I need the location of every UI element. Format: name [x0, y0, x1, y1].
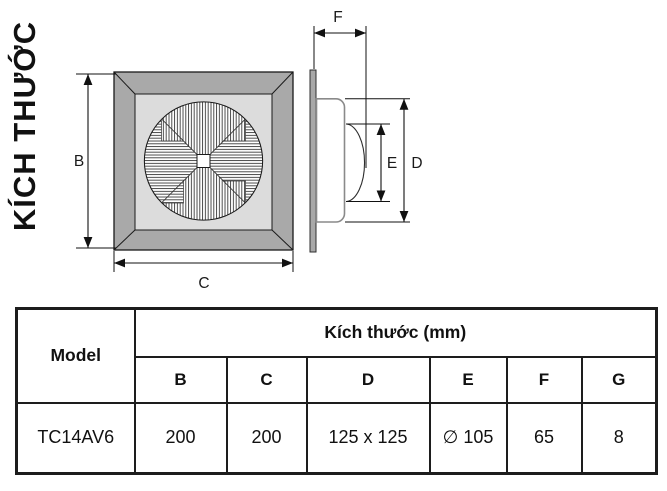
- model-value-cell: TC14AV6: [15, 401, 136, 475]
- dimension-c-label: C: [198, 275, 209, 292]
- dimension-b-label: B: [74, 153, 84, 170]
- col-header-c: C: [225, 355, 308, 404]
- col-header-e: E: [428, 355, 508, 404]
- dimension-f-label: F: [333, 9, 342, 26]
- grille-hub: [196, 154, 211, 168]
- col-header-d: D: [305, 355, 431, 404]
- dimension-table: Model Kích thước (mm) B C D E F G TC14AV…: [15, 307, 659, 475]
- frame-bevel-lines: [113, 71, 294, 251]
- dimension-f: [313, 26, 367, 168]
- value-c: 200: [225, 401, 308, 475]
- table-row-group-header: Model Kích thước (mm): [15, 307, 658, 404]
- value-g: 8: [580, 401, 658, 475]
- dimension-header-cell: Kích thước (mm): [133, 307, 658, 358]
- col-header-f: F: [505, 355, 583, 404]
- dimension-d: [345, 98, 410, 223]
- dimension-b: [76, 73, 116, 249]
- model-header-cell: Model: [15, 307, 136, 404]
- dimension-c: [113, 251, 294, 272]
- value-d: 125 x 125: [305, 401, 431, 475]
- side-flange: [309, 69, 317, 253]
- table-row-column-headers: B C D E F G: [17, 355, 658, 404]
- col-header-b: B: [133, 355, 228, 404]
- fan-dimension-drawing: B C F E D: [74, 9, 423, 292]
- side-duct-dome: [346, 123, 366, 203]
- dimension-e: [346, 123, 390, 202]
- value-f: 65: [505, 401, 583, 475]
- value-e: ∅ 105: [428, 401, 508, 475]
- front-view: [113, 71, 294, 251]
- value-b: 200: [133, 401, 228, 475]
- dimension-d-label: D: [411, 155, 422, 172]
- dimension-e-label: E: [387, 155, 397, 172]
- table-row: TC14AV6 200 200 125 x 125 ∅ 105 65 8: [15, 401, 658, 475]
- col-header-g: G: [580, 355, 658, 404]
- side-body: [315, 98, 346, 223]
- side-view: [309, 69, 366, 253]
